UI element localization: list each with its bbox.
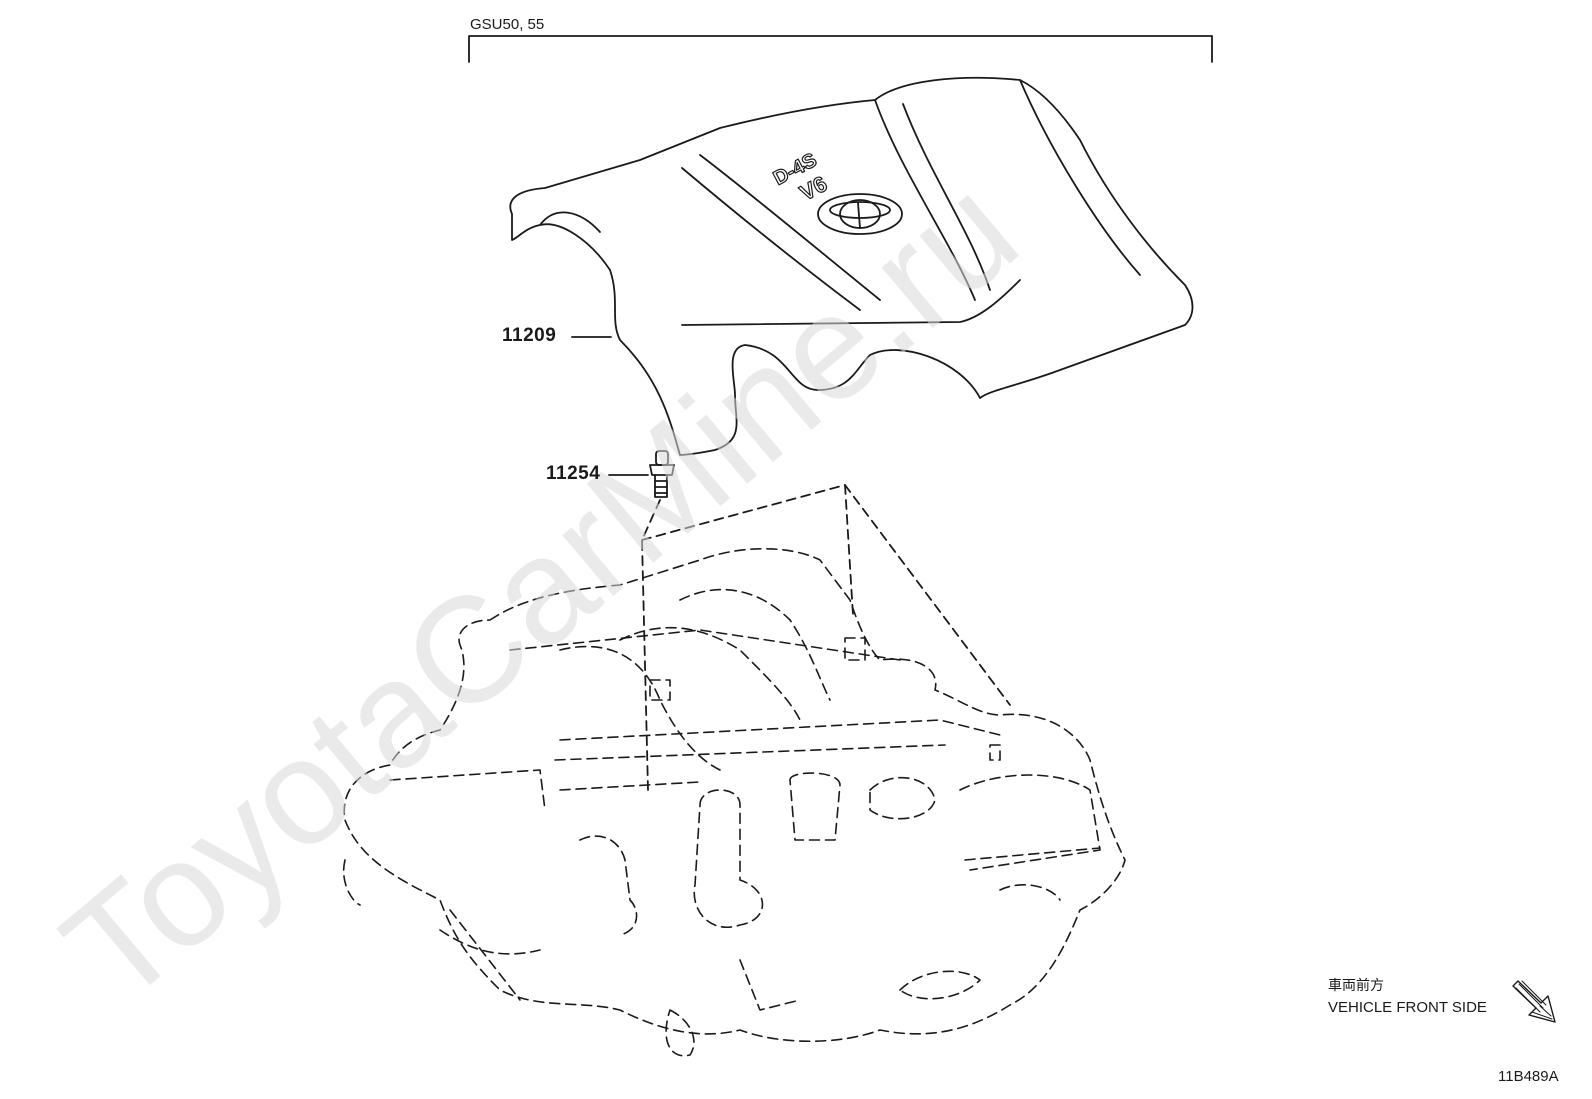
front-direction-japanese: 車両前方 (1328, 977, 1384, 993)
part-number-11209[interactable]: 11209 (502, 325, 557, 346)
assembly-dashed-lines (641, 484, 1011, 791)
engine-cover-11209[interactable] (509, 76, 1194, 456)
front-direction-arrow-icon (1512, 980, 1556, 1023)
svg-text:ToyotaCarMine.ru: ToyotaCarMine.ru (33, 145, 1048, 1035)
engine-assembly-phantom (342, 547, 1126, 1057)
figure-code: 11B489A (1498, 1068, 1559, 1085)
part-number-11254[interactable]: 11254 (546, 463, 601, 484)
front-direction-english: VEHICLE FRONT SIDE (1328, 999, 1487, 1016)
bolt-11254[interactable] (649, 450, 675, 498)
toyota-emblem-icon (817, 193, 903, 235)
model-bracket (468, 35, 1213, 63)
model-label: GSU50, 55 (470, 16, 545, 33)
